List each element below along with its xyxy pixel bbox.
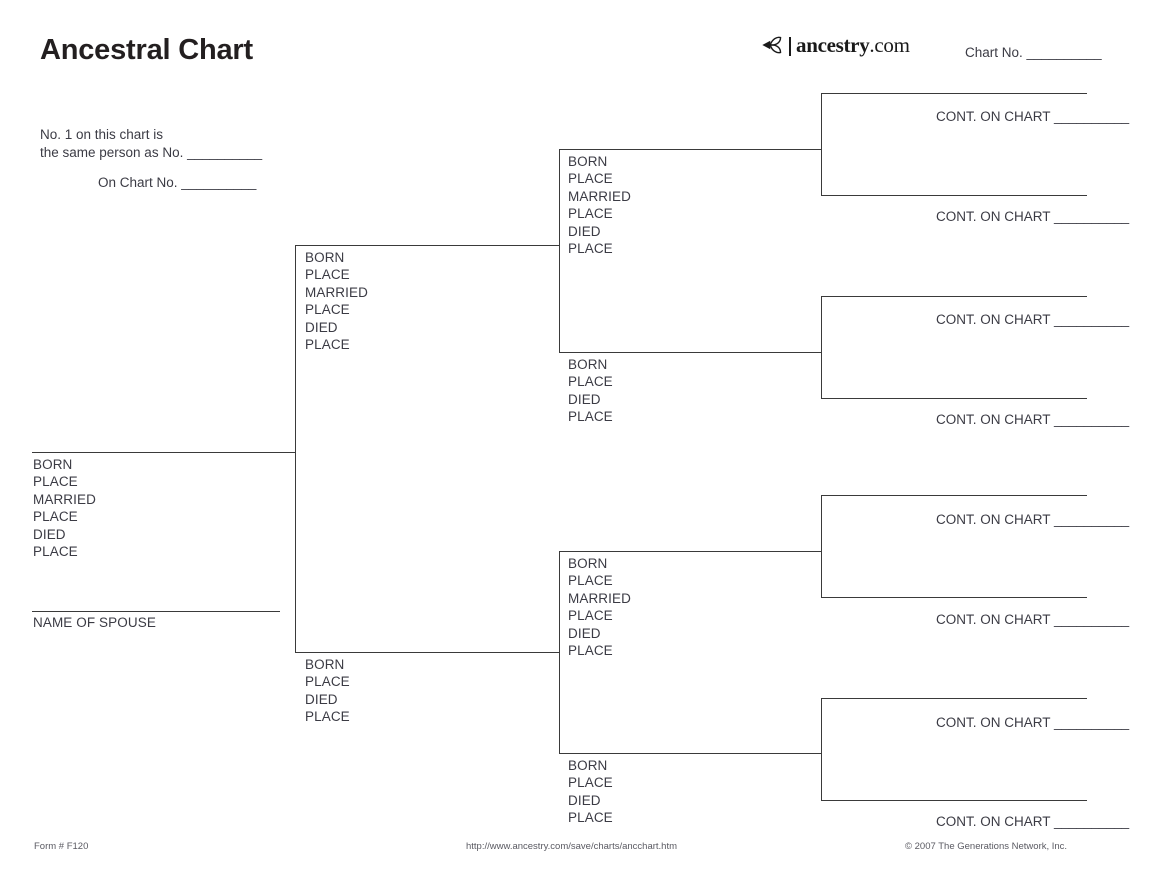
connector-person5-vertical — [821, 296, 822, 398]
person2-field-born: BORN — [305, 250, 345, 265]
person1-field-married: MARRIED — [33, 491, 96, 507]
person6-name-line[interactable] — [559, 551, 822, 552]
spouse-field-label: NAME OF SPOUSE — [33, 615, 156, 630]
connector-person2-stub — [540, 245, 560, 246]
footer-copyright: © 2007 The Generations Network, Inc. — [905, 841, 1068, 852]
connector-person7-vertical — [821, 698, 822, 800]
person7-field-born: BORN — [568, 758, 608, 773]
person6-fields: BORN PLACE MARRIED PLACE DIED PLACE — [568, 555, 631, 659]
person2-name-line[interactable] — [296, 245, 560, 246]
connector-person4-vertical — [821, 93, 822, 195]
person6-field-born: BORN — [568, 556, 608, 571]
connector-person6-stub — [802, 551, 822, 552]
person1-field-born: BORN — [33, 457, 73, 472]
person14-cont-on-chart[interactable]: CONT. ON CHART __________ — [936, 715, 1130, 730]
person7-name-line[interactable] — [559, 753, 822, 754]
person7-fields: BORN PLACE DIED PLACE — [568, 757, 613, 827]
connector-person3-stub — [540, 652, 560, 653]
page-title: Ancestral Chart — [40, 34, 253, 66]
person15-name-line[interactable] — [821, 800, 1087, 801]
person4-fields: BORN PLACE MARRIED PLACE DIED PLACE — [568, 153, 631, 257]
connector-gen1-stub — [276, 452, 296, 453]
person4-name-line[interactable] — [559, 149, 822, 150]
footer-url[interactable]: http://www.ancestry.com/save/charts/ancc… — [466, 841, 678, 852]
person2-field-place3: PLACE — [305, 337, 350, 353]
person12-cont-on-chart[interactable]: CONT. ON CHART __________ — [936, 512, 1130, 527]
person6-field-place3: PLACE — [568, 643, 613, 659]
person2-fields: BORN PLACE MARRIED PLACE DIED PLACE — [305, 249, 368, 353]
person3-field-born: BORN — [305, 657, 345, 672]
person11-name-line[interactable] — [821, 398, 1087, 399]
person15-cont-on-chart[interactable]: CONT. ON CHART __________ — [936, 814, 1130, 829]
ancestry-leaf-icon — [762, 36, 782, 54]
person5-field-died: DIED — [568, 391, 601, 407]
connector-person4-stub — [802, 149, 822, 150]
person7-field-died: DIED — [568, 792, 601, 808]
person4-field-born: BORN — [568, 154, 608, 169]
connector-person5-stub — [802, 352, 822, 353]
person8-name-line[interactable] — [821, 93, 1087, 94]
connector-person7-stub — [802, 753, 822, 754]
same-person-note-line2[interactable]: the same person as No. __________ — [40, 145, 263, 160]
person4-field-died: DIED — [568, 223, 601, 239]
person9-cont-on-chart[interactable]: CONT. ON CHART __________ — [936, 209, 1130, 224]
person3-fields: BORN PLACE DIED PLACE — [305, 656, 350, 726]
person2-field-married: MARRIED — [305, 284, 368, 300]
person10-name-line[interactable] — [821, 296, 1087, 297]
person1-field-place3: PLACE — [33, 544, 78, 560]
brand-divider-bar — [789, 36, 791, 56]
person4-field-place1: PLACE — [568, 171, 613, 187]
person10-cont-on-chart[interactable]: CONT. ON CHART __________ — [936, 312, 1130, 327]
person4-field-place3: PLACE — [568, 241, 613, 257]
brand-word: ancestry — [796, 32, 870, 57]
person2-field-died: DIED — [305, 319, 338, 335]
person6-field-place2: PLACE — [568, 608, 613, 624]
connector-gen1-vertical — [295, 245, 296, 653]
chart-number-field[interactable]: Chart No. __________ — [965, 45, 1102, 60]
person3-name-line[interactable] — [296, 652, 560, 653]
on-chart-no-field[interactable]: On Chart No. __________ — [98, 175, 257, 190]
person1-field-place1: PLACE — [33, 474, 78, 490]
spouse-label: NAME OF SPOUSE — [33, 614, 156, 631]
person5-field-place1: PLACE — [568, 374, 613, 390]
ancestry-brand-logo: ancestry .com — [760, 32, 910, 58]
footer-form-number: Form # F120 — [34, 841, 89, 852]
person7-field-place2: PLACE — [568, 810, 613, 826]
connector-person6-vertical — [821, 495, 822, 597]
person1-fields: BORN PLACE MARRIED PLACE DIED PLACE — [33, 456, 96, 560]
person1-name-line[interactable] — [32, 452, 295, 453]
person4-field-place2: PLACE — [568, 206, 613, 222]
person13-cont-on-chart[interactable]: CONT. ON CHART __________ — [936, 612, 1130, 627]
person7-field-place1: PLACE — [568, 775, 613, 791]
person3-field-place2: PLACE — [305, 709, 350, 725]
person8-cont-on-chart[interactable]: CONT. ON CHART __________ — [936, 109, 1130, 124]
same-person-note-line1: No. 1 on this chart is — [40, 127, 164, 142]
person2-field-place2: PLACE — [305, 302, 350, 318]
person4-field-married: MARRIED — [568, 188, 631, 204]
person6-field-married: MARRIED — [568, 590, 631, 606]
person5-field-place2: PLACE — [568, 409, 613, 425]
person12-name-line[interactable] — [821, 495, 1087, 496]
person9-name-line[interactable] — [821, 195, 1087, 196]
connector-person2-vertical — [559, 149, 560, 352]
person5-name-line[interactable] — [559, 352, 822, 353]
person3-field-place1: PLACE — [305, 674, 350, 690]
person1-field-died: DIED — [33, 526, 66, 542]
person13-name-line[interactable] — [821, 597, 1087, 598]
brand-tld: .com — [869, 32, 910, 57]
person6-field-place1: PLACE — [568, 573, 613, 589]
person3-field-died: DIED — [305, 691, 338, 707]
person5-field-born: BORN — [568, 357, 608, 372]
person11-cont-on-chart[interactable]: CONT. ON CHART __________ — [936, 412, 1130, 427]
spouse-name-line[interactable] — [32, 611, 280, 612]
person6-field-died: DIED — [568, 625, 601, 641]
person14-name-line[interactable] — [821, 698, 1087, 699]
person1-field-place2: PLACE — [33, 509, 78, 525]
person5-fields: BORN PLACE DIED PLACE — [568, 356, 613, 426]
person2-field-place1: PLACE — [305, 267, 350, 283]
